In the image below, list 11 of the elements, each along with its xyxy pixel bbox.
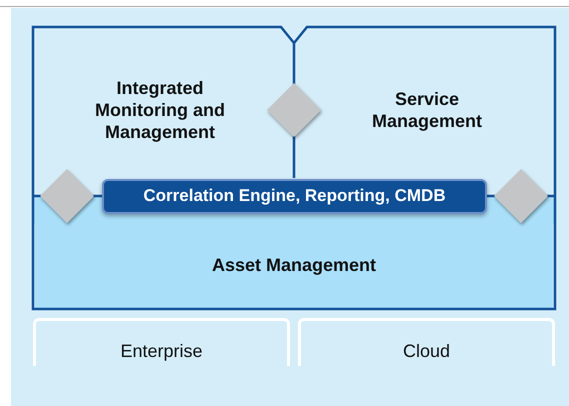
base-tab	[33, 318, 290, 366]
node-label: Asset Management	[212, 255, 376, 277]
node-label: Cloud	[402, 340, 450, 362]
base-tab	[298, 318, 555, 366]
region-panel	[35, 224, 553, 308]
diamond-shape	[267, 83, 321, 137]
label-bar	[102, 179, 487, 214]
node-label: Service Management	[370, 89, 484, 133]
node-label: Enterprise	[120, 340, 203, 362]
node-label: Integrated Monitoring and Management	[94, 78, 226, 144]
node-label: Correlation Engine, Reporting, CMDB	[143, 186, 446, 207]
